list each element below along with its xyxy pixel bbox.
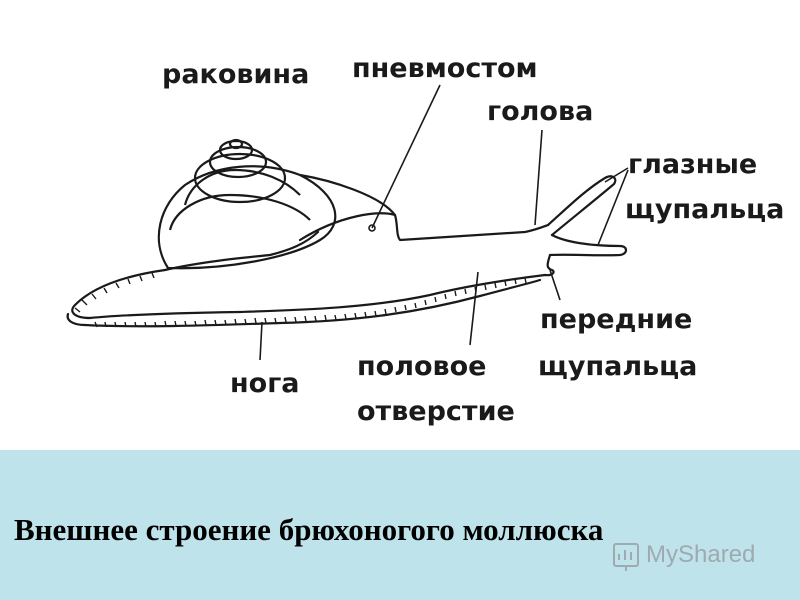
pneumostome-mark <box>368 224 376 232</box>
label-eye-tentacles-2: щупальца <box>625 194 784 225</box>
label-shell: раковина <box>162 59 309 90</box>
caption-band <box>0 450 800 600</box>
snail-shell <box>157 138 396 270</box>
slide-caption: Внешнее строение брюхоногого моллюска <box>14 512 604 547</box>
label-front-tentacles-2: щупальца <box>538 351 697 382</box>
snail-body <box>66 175 628 328</box>
watermark-logo-icon <box>613 543 639 571</box>
snail-diagram: раковина пневмостом голова глазные щупал… <box>66 53 785 427</box>
label-front-tentacles-1: передние <box>540 304 692 335</box>
label-eye-tentacles-1: глазные <box>628 149 757 180</box>
label-pneumostome: пневмостом <box>352 53 538 84</box>
label-foot: нога <box>230 368 300 399</box>
leader-lines <box>259 84 629 361</box>
label-genital-opening-2: отверстие <box>357 396 515 427</box>
foot-edge-stripes <box>74 272 527 328</box>
label-genital-opening-1: половое <box>357 351 486 382</box>
label-head: голова <box>487 96 593 127</box>
watermark-text: MyShared <box>646 541 756 568</box>
